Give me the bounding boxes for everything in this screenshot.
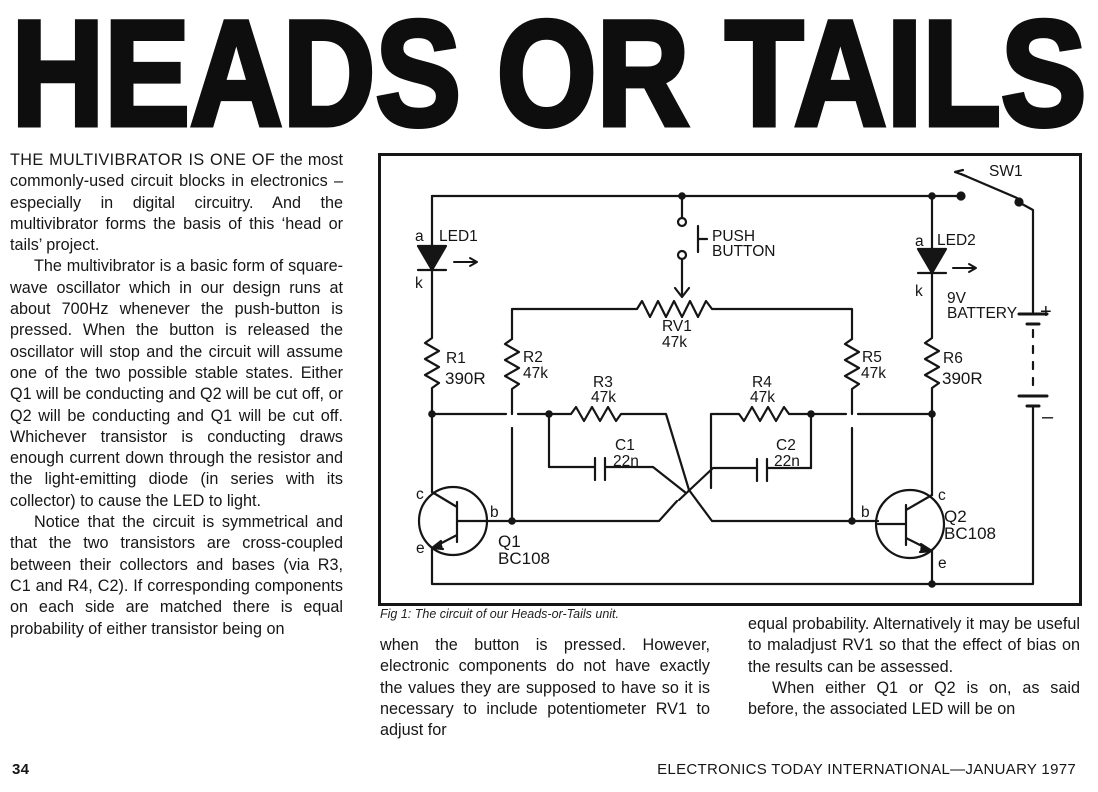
label-led2: LED2 [937, 232, 976, 249]
label-r2: R2 [523, 349, 543, 366]
label-r4-value: 47k [750, 389, 775, 406]
junction-dots [428, 192, 936, 588]
r6-resistor [923, 271, 941, 497]
circuit-figure: SW1 PUSH BUTTON LED1 LED2 a k a k 9V BAT… [378, 153, 1082, 606]
label-r3-value: 47k [591, 389, 616, 406]
r5-resistor [843, 337, 861, 523]
label-r6-value: 390R [942, 369, 983, 388]
label-push: PUSH [712, 228, 755, 245]
title-text: HEADS OR TAILS [12, 0, 1087, 145]
sw1-contact-left [956, 191, 966, 201]
label-r5: R5 [862, 349, 882, 366]
q1-body [417, 485, 489, 557]
body-column-2: when the button is pressed. However, ele… [380, 635, 710, 741]
label-q2: Q2 [944, 507, 967, 526]
q1-emitter-arrow [430, 539, 445, 551]
label-r2-value: 47k [523, 365, 548, 382]
label-c1: C1 [615, 437, 635, 454]
label-rv1: RV1 [662, 318, 692, 335]
paragraph: Notice that the circuit is symmetrical a… [10, 513, 343, 638]
r4-resistor [709, 405, 813, 490]
cross-to-q1-base [478, 499, 679, 523]
label-q2-b: b [861, 504, 870, 521]
label-led1: LED1 [439, 228, 478, 245]
label-r1-value: 390R [445, 369, 486, 388]
label-r6: R6 [943, 350, 963, 367]
led2-symbol [916, 247, 948, 275]
label-led1-k: k [415, 275, 423, 292]
rv1-resistor [510, 299, 854, 341]
label-c2: C2 [776, 437, 796, 454]
label-led2-a: a [915, 233, 924, 250]
label-sw1: SW1 [989, 163, 1023, 180]
label-led1-a: a [415, 228, 424, 245]
battery-wire [1020, 202, 1035, 314]
label-rv1-value: 47k [662, 334, 687, 351]
led2-arrow [952, 263, 977, 273]
label-q2-c: c [938, 487, 946, 504]
running-footer: ELECTRONICS TODAY INTERNATIONAL—JANUARY … [657, 761, 1076, 778]
label-q1-e: e [416, 540, 425, 557]
figure-caption: Fig 1: The circuit of our Heads-or-Tails… [380, 607, 619, 621]
paragraph: The multivibrator is a basic form of squ… [10, 257, 343, 510]
q1-collector-line [430, 412, 551, 469]
paragraph: equal probability. Alternatively it may … [748, 615, 1080, 676]
c1-capacitor [547, 456, 688, 495]
push-contact-bottom [676, 249, 688, 261]
label-r1: R1 [446, 350, 466, 367]
battery-wire-bottom [430, 404, 1035, 586]
label-c1-value: 22n [613, 453, 639, 470]
label-led2-k: k [915, 283, 923, 300]
cross-to-q2-base [687, 488, 880, 523]
q2-body [874, 488, 946, 560]
body-column-3: equal probability. Alternatively it may … [748, 614, 1080, 720]
push-plunger [696, 224, 709, 254]
sw1-lever [959, 172, 1019, 200]
page-number: 34 [12, 761, 30, 778]
paragraph: THE MULTIVIBRATOR IS ONE OF the most com… [10, 150, 343, 256]
battery-plates [1017, 312, 1049, 408]
sw1-contact-right [1014, 197, 1024, 207]
label-battery-voltage: 9V [947, 290, 967, 307]
sw1-arrow [953, 168, 968, 178]
label-button: BUTTON [712, 243, 775, 260]
article-title: HEADS OR TAILS [9, 0, 1089, 145]
label-c2-value: 22n [774, 453, 800, 470]
label-minus: – [1042, 406, 1054, 428]
label-q1-b: b [490, 504, 499, 521]
label-r3: R3 [593, 374, 613, 391]
q1-internals [430, 490, 482, 558]
label-battery: BATTERY [947, 305, 1017, 322]
q2-collector-line [809, 412, 934, 470]
q2-emitter-arrow [918, 542, 934, 554]
r2-resistor [503, 337, 521, 523]
rv1-wiper-arrow [673, 286, 691, 299]
label-q1: Q1 [498, 532, 521, 551]
label-r5-value: 47k [861, 365, 886, 382]
paragraph: when the button is pressed. However, ele… [380, 636, 710, 740]
label-q1-type: BC108 [498, 549, 550, 568]
r1-resistor [423, 268, 441, 494]
lead-in: THE MULTIVIBRATOR IS ONE OF [10, 151, 276, 169]
circuit-diagram: SW1 PUSH BUTTON LED1 LED2 a k a k 9V BAT… [415, 163, 1054, 588]
label-q2-type: BC108 [944, 524, 996, 543]
label-plus: + [1040, 301, 1052, 323]
push-contact-top [676, 216, 688, 228]
c2-capacitor [677, 457, 813, 502]
r3-resistor [547, 405, 691, 492]
body-column-1: THE MULTIVIBRATOR IS ONE OF the most com… [10, 150, 343, 640]
label-q2-e: e [938, 555, 947, 572]
led1-symbol [416, 244, 448, 272]
paragraph-text: the most commonly-used circuit blocks in… [10, 151, 343, 255]
label-q1-c: c [416, 486, 424, 503]
label-r4: R4 [752, 374, 772, 391]
paragraph: When either Q1 or Q2 is on, as said befo… [748, 678, 1080, 719]
led1-arrow [453, 257, 478, 267]
q2-internals [876, 493, 934, 586]
